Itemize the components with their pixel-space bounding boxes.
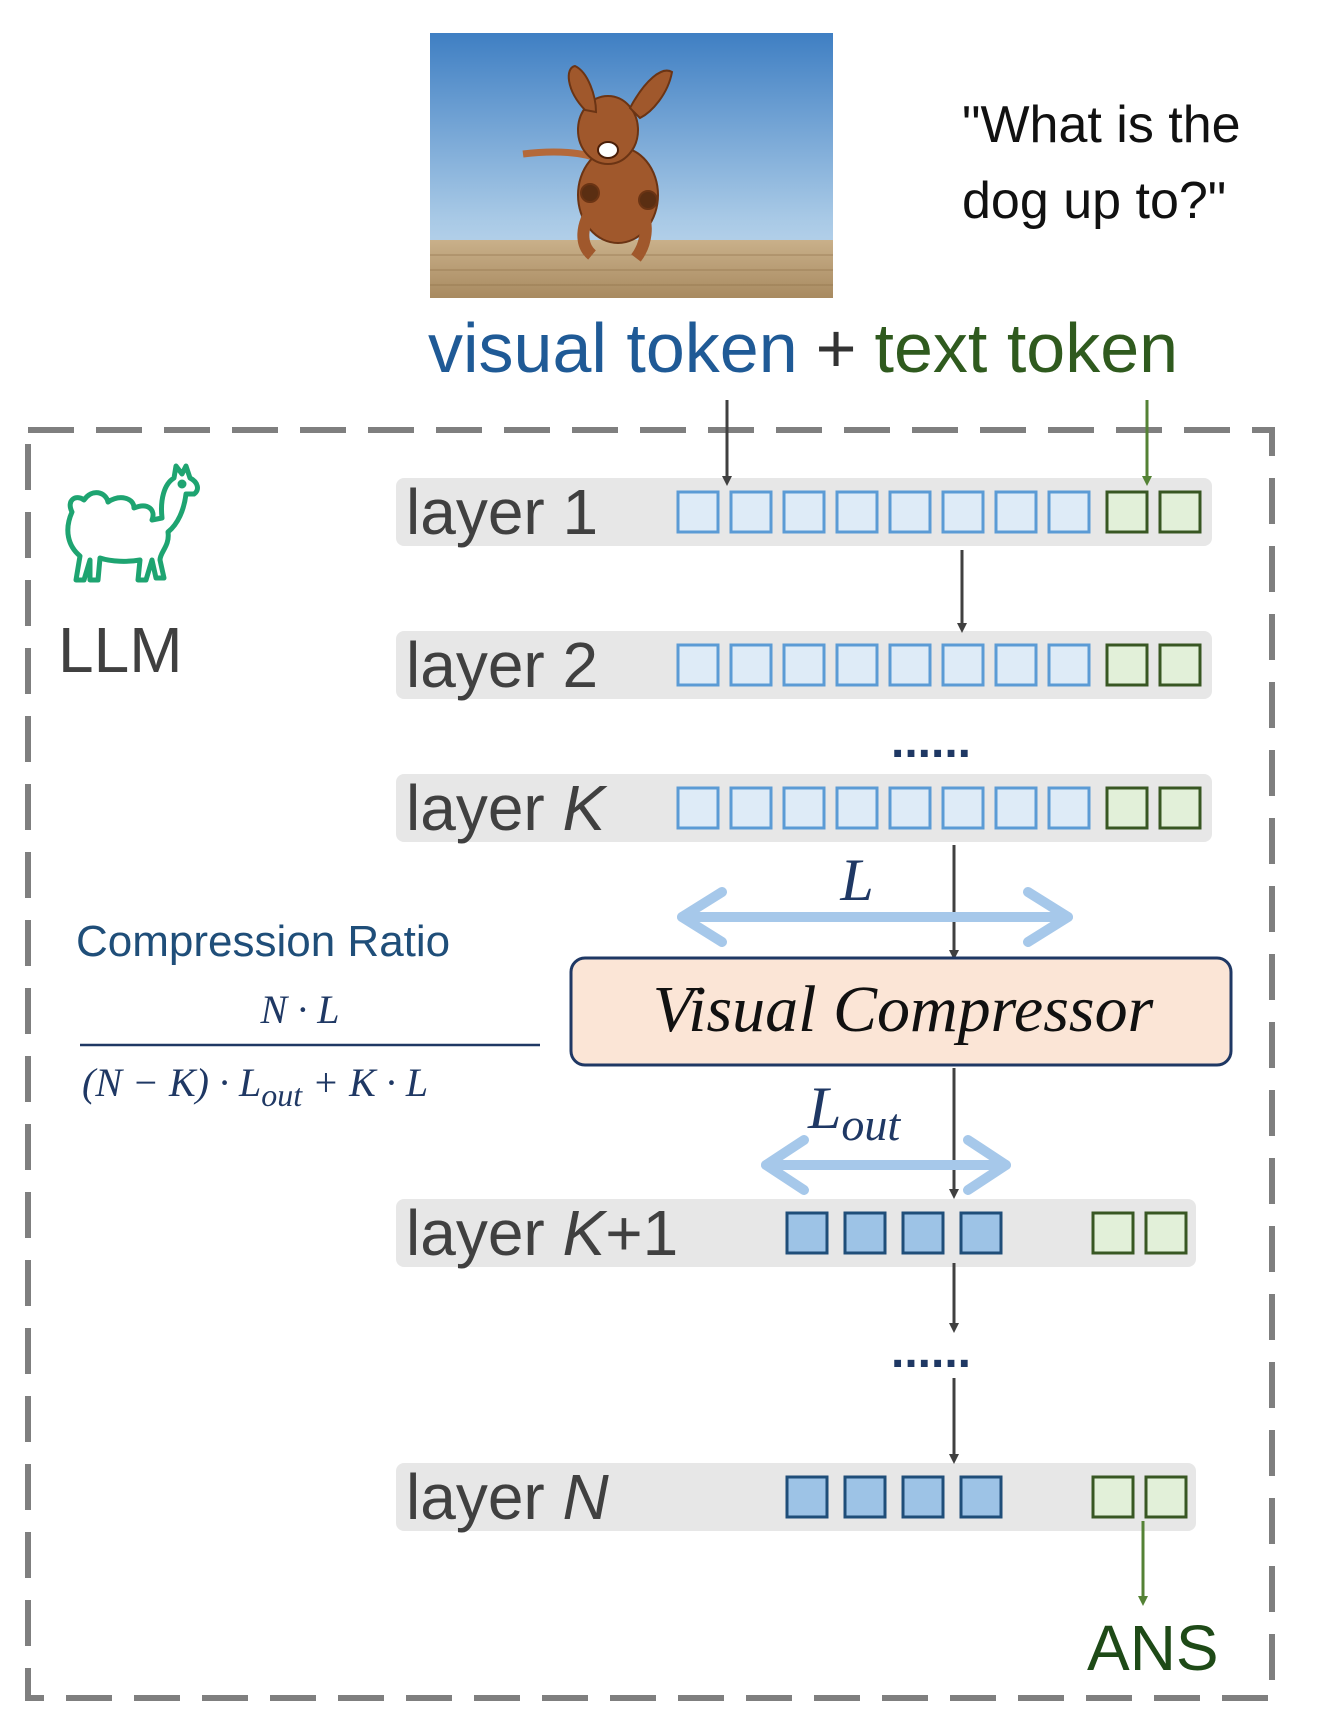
visual-token	[888, 643, 932, 687]
visual-token	[843, 1475, 887, 1519]
text-token	[1091, 1211, 1135, 1255]
visual-token	[888, 786, 932, 830]
visual-token	[729, 786, 773, 830]
visual-token	[888, 490, 932, 534]
output-length-arrow	[761, 1135, 1011, 1195]
visual-token-label: visual token	[428, 309, 798, 387]
visual-token	[1047, 490, 1091, 534]
text-token	[1105, 643, 1149, 687]
compression-ratio-title: Compression Ratio	[76, 917, 450, 966]
text-token	[1105, 490, 1149, 534]
layer-row-5: layer N	[396, 1461, 1196, 1533]
layer-label: layer K+1	[406, 1197, 678, 1269]
visual-token	[782, 643, 826, 687]
visual-token	[1047, 643, 1091, 687]
output-length-base: L	[807, 1075, 841, 1141]
input-length-arrow	[677, 887, 1073, 947]
visual-token	[729, 643, 773, 687]
input-length-label: L	[839, 847, 873, 913]
text-token-label: text token	[875, 309, 1179, 387]
layer-row-4: layer K+1	[396, 1197, 1196, 1269]
formula-denominator: (N − K) · Lout + K · L	[82, 1060, 428, 1113]
visual-token	[835, 786, 879, 830]
formula-numerator: N · L	[260, 987, 340, 1032]
text-token	[1144, 1475, 1188, 1519]
visual-token	[729, 490, 773, 534]
visual-compressor-box	[569, 956, 1233, 1067]
layer-row-1: layer 1	[396, 476, 1212, 548]
llm-label: LLM	[58, 614, 183, 686]
output-length-sub: out	[841, 1099, 901, 1150]
formula-denominator-part2: + K · L	[302, 1060, 428, 1105]
visual-token	[959, 1475, 1003, 1519]
visual-token	[994, 643, 1038, 687]
layer-label: layer 2	[406, 629, 598, 701]
visual-compressor-label: Visual Compressor	[653, 973, 1154, 1046]
visual-token	[676, 643, 720, 687]
output-length-label: Lout	[807, 1075, 901, 1150]
token-label-line: visual token+text token	[428, 309, 1178, 387]
answer-label: ANS	[1087, 1612, 1219, 1684]
visual-token	[901, 1475, 945, 1519]
visual-token	[782, 786, 826, 830]
visual-token	[785, 1211, 829, 1255]
question-line-1: "What is the	[962, 96, 1241, 154]
visual-token	[835, 643, 879, 687]
visual-token	[782, 490, 826, 534]
text-token	[1144, 1211, 1188, 1255]
layer-label: layer K	[406, 772, 609, 844]
layer-row-3: layer K	[396, 772, 1212, 844]
visual-token	[994, 786, 1038, 830]
formula-denominator-part1: (N − K) · L	[82, 1060, 261, 1105]
question-line-2: dog up to?"	[962, 172, 1226, 230]
visual-token	[994, 490, 1038, 534]
visual-token	[676, 490, 720, 534]
dog-photo	[430, 33, 833, 298]
text-token	[1158, 643, 1202, 687]
ellipsis-bottom: ......	[891, 1325, 971, 1378]
llama-icon	[65, 463, 200, 583]
plus-sign: +	[816, 309, 857, 387]
visual-token	[941, 643, 985, 687]
formula-denominator-sub: out	[261, 1077, 303, 1113]
text-token	[1091, 1475, 1135, 1519]
layers-group: layer 1 layer 2 layer K layer K+1 layer N	[396, 476, 1212, 1533]
visual-token	[941, 786, 985, 830]
layer-row-2: layer 2	[396, 629, 1212, 701]
visual-token	[941, 490, 985, 534]
visual-token	[959, 1211, 1003, 1255]
visual-token	[843, 1211, 887, 1255]
layer-label: layer 1	[406, 476, 598, 548]
visual-token	[1047, 786, 1091, 830]
visual-token	[835, 490, 879, 534]
text-token	[1105, 786, 1149, 830]
visual-token	[785, 1475, 829, 1519]
layer-label: layer N	[406, 1461, 610, 1533]
visual-token	[676, 786, 720, 830]
ellipsis-top: ......	[891, 715, 971, 768]
llm-boundary	[25, 427, 1275, 1701]
text-token	[1158, 786, 1202, 830]
text-token	[1158, 490, 1202, 534]
visual-token	[901, 1211, 945, 1255]
